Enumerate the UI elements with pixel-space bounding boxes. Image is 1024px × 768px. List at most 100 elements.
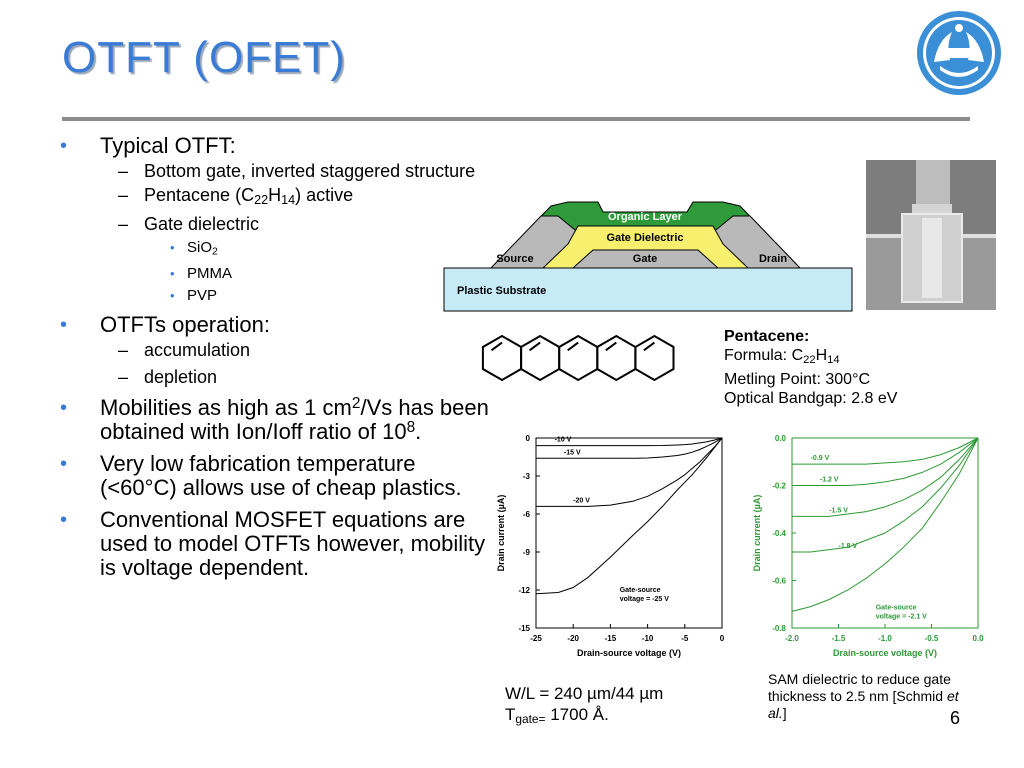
series-label: -10 V: [555, 437, 572, 444]
x-tick-label: -10: [642, 634, 654, 643]
bullet-icon: •: [60, 313, 68, 336]
gate-thickness: Tgate= 1700 Å.: [505, 705, 609, 726]
gate-label: Gate: [633, 253, 657, 265]
benzene-ring: [558, 334, 599, 382]
series-label: -1.5 V: [829, 507, 848, 514]
y-tick-label: -0.6: [772, 577, 786, 586]
x-tick-label: 0.0: [972, 634, 984, 643]
slide-title: OTFT (OFET): [62, 33, 346, 82]
benzene-ring: [634, 334, 675, 382]
sub-bullet-gate-dielectric: – Gate dielectric: [118, 214, 260, 235]
y-tick-label: -0.8: [772, 624, 786, 633]
y-tick-label: 0.0: [775, 434, 787, 443]
dash-icon: –: [118, 161, 129, 181]
bullet-low-temperature: • Very low fabrication temperature (<60°…: [60, 450, 462, 500]
pentacene-bandgap: Optical Bandgap: 2.8 eV: [724, 389, 898, 407]
y-axis-label: Drain current (µA): [752, 495, 762, 572]
bullet-icon: •: [170, 287, 175, 303]
x-tick-label: -2.0: [785, 634, 799, 643]
series-line: [536, 437, 723, 459]
x-tick-label: -1.0: [878, 634, 892, 643]
series-line: [792, 437, 979, 486]
y-axis-label: Drain current (µA): [496, 495, 506, 572]
bullet-icon: •: [170, 240, 175, 256]
y-tick-label: -6: [523, 510, 531, 519]
substrate-layer: [443, 267, 853, 312]
wl-ratio: W/L = 240 µm/44 µm: [505, 684, 664, 703]
y-tick-label: -9: [523, 548, 531, 557]
double-bond: [567, 341, 579, 352]
double-bond: [529, 341, 541, 352]
organic-layer-label: Organic Layer: [608, 211, 683, 223]
y-tick-label: -15: [518, 624, 530, 633]
sam-caption: SAM dielectric to reduce gate thickness …: [768, 671, 959, 721]
x-tick-label: -5: [681, 634, 689, 643]
bullet-typical-otft: • Typical OTFT:: [60, 133, 236, 158]
bullet-icon: •: [60, 508, 68, 531]
plot-frame: [535, 437, 723, 629]
sub-bullet-pentacene: – Pentacene (C22H14) active: [118, 185, 354, 208]
sub-bullet-depletion: – depletion: [118, 366, 218, 387]
bullet-mobility: • Mobilities as high as 1 cm2/Vs has bee…: [60, 394, 489, 444]
gate-dielectric-label: Gate Dielectric: [606, 232, 683, 244]
double-bond: [605, 341, 617, 352]
bullet-icon: •: [170, 265, 175, 281]
series-line: [792, 437, 979, 517]
benzene-ring: [596, 334, 637, 382]
dielectric-sio2: • SiO2: [170, 239, 218, 258]
dash-icon: –: [118, 185, 129, 205]
dielectric-pvp: • PVP: [170, 286, 218, 304]
series-line: [536, 437, 723, 447]
bullet-mosfet-equations: • Conventional MOSFET equations are used…: [60, 506, 486, 580]
x-tick-label: -0.5: [925, 634, 939, 643]
series-line: [792, 437, 979, 553]
x-tick-label: -1.5: [832, 634, 846, 643]
double-bond: [643, 341, 655, 352]
bullet-icon: •: [60, 452, 68, 475]
x-axis-label: Drain-source voltage (V): [577, 648, 681, 658]
device-micrograph: [866, 160, 996, 310]
bullet-icon: •: [60, 135, 68, 157]
series-line: [536, 437, 723, 507]
substrate-label: Plastic Substrate: [457, 285, 546, 297]
pentacene-heading: Pentacene:: [724, 328, 810, 345]
y-tick-label: -12: [518, 586, 530, 595]
drain-label: Drain: [759, 253, 787, 265]
bullet-list: • Typical OTFT: – Bottom gate, inverted …: [58, 128, 498, 580]
y-tick-label: -0.2: [772, 482, 786, 491]
y-tick-label: 0: [526, 434, 531, 443]
series-label: -20 V: [573, 497, 590, 504]
y-tick-label: -0.4: [772, 529, 786, 538]
series-line: [535, 437, 723, 595]
sub-bullet-accumulation: – accumulation: [118, 339, 251, 360]
title-divider: [62, 117, 970, 121]
series-label: -15 V: [564, 449, 581, 456]
series-line: [791, 437, 979, 612]
y-tick-label: -3: [523, 472, 531, 481]
dielectric-pmma: • PMMA: [170, 264, 232, 282]
sub-bullet-structure: – Bottom gate, inverted staggered struct…: [118, 161, 476, 181]
iv-chart-pentacene: -25 -20 -15 -10 -5 0 0 -3 -6 -9 -12 -15Drain-source…: [496, 434, 725, 658]
series-line: [792, 437, 979, 465]
pentacene-melting: Metling Point: 300°C: [724, 370, 871, 388]
series-label: -0.9 V: [811, 455, 830, 462]
university-seal-icon: [917, 11, 1001, 95]
pentacene-formula: Formula: C22H14: [724, 347, 840, 366]
x-axis-label: Drain-source voltage (V): [833, 648, 937, 658]
x-tick-label: -20: [567, 634, 579, 643]
otft-structure-diagram: Organic Layer Gate Dielectric Source Gat…: [443, 201, 853, 312]
pentacene-molecule: [481, 334, 675, 382]
series-label: -1.8 V: [839, 543, 858, 550]
x-tick-label: 0: [720, 634, 725, 643]
device-dimensions-caption: W/L = 240 µm/44 µm Tgate= 1700 Å.: [505, 683, 663, 730]
bullet-operation: • OTFTs operation:: [60, 311, 270, 337]
benzene-ring: [520, 334, 561, 382]
x-tick-label: -15: [605, 634, 617, 643]
bullet-icon: •: [60, 396, 68, 419]
source-label: Source: [496, 253, 533, 265]
x-tick-label: -25: [530, 634, 542, 643]
double-bond: [490, 341, 503, 352]
